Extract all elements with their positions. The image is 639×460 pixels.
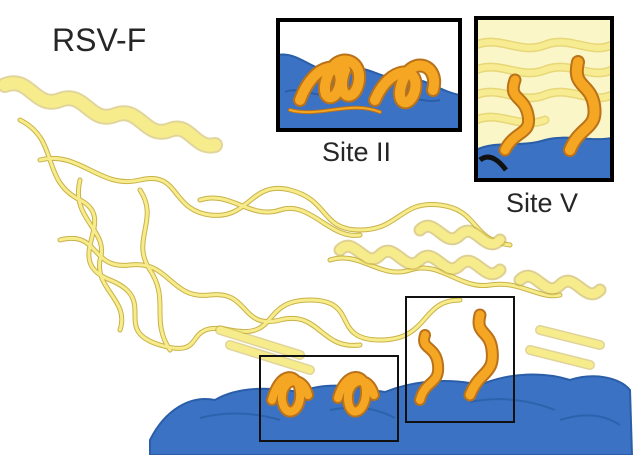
site-ii-label: Site II	[322, 137, 392, 167]
protein-ribbon	[0, 75, 607, 375]
site-ii-highlight-box	[259, 355, 399, 442]
site-v-inset	[474, 16, 614, 182]
epitope-helices-site-ii	[266, 371, 380, 418]
antibody-surface	[149, 373, 634, 456]
site-v-label: Site V	[506, 188, 579, 218]
figure-title: RSV-F	[52, 22, 147, 58]
site-ii-inset	[276, 18, 462, 132]
epitope-helices-site-v	[414, 308, 499, 406]
site-v-highlight-box	[405, 296, 515, 423]
